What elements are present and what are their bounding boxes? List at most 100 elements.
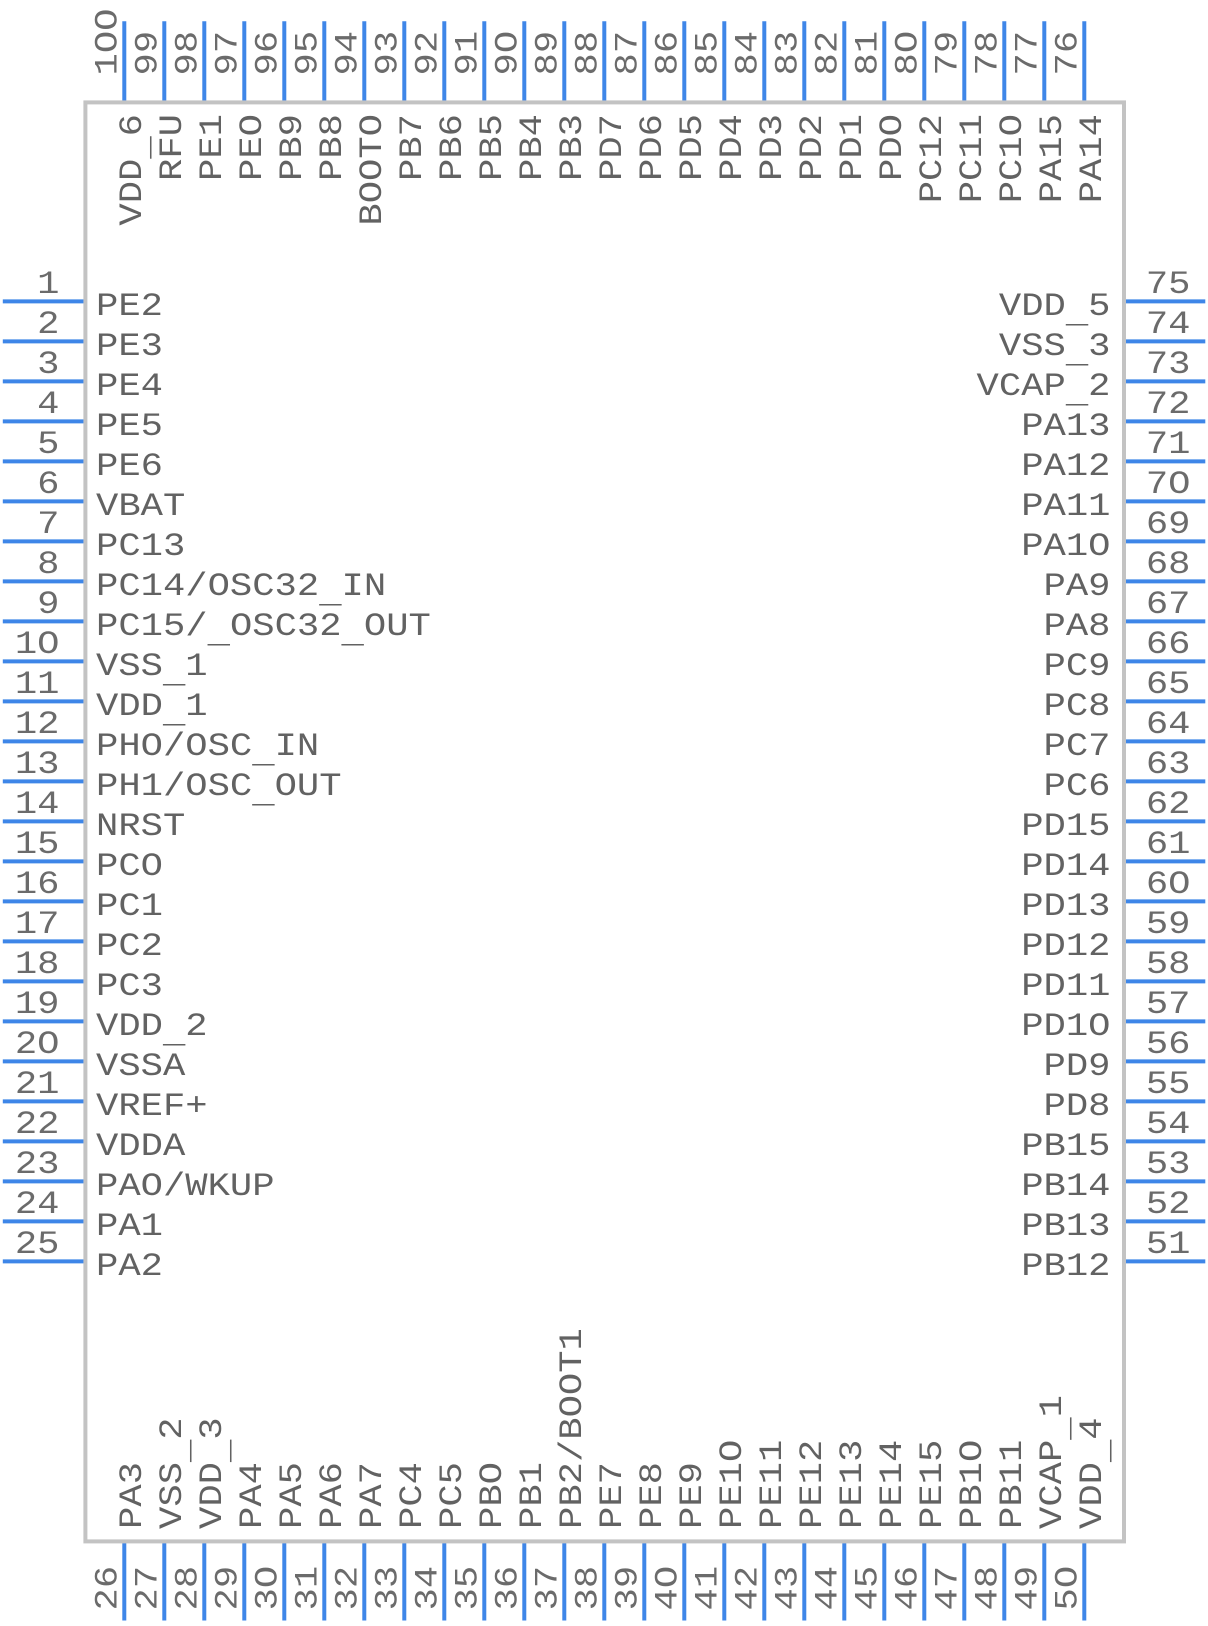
svg-text:8: 8 xyxy=(37,547,59,583)
svg-text:PE1O: PE1O xyxy=(715,1440,751,1529)
svg-text:23: 23 xyxy=(15,1147,60,1183)
svg-text:27: 27 xyxy=(130,1566,166,1611)
svg-text:77: 77 xyxy=(1010,31,1046,76)
svg-text:63: 63 xyxy=(1146,747,1191,783)
svg-text:PD13: PD13 xyxy=(1021,889,1110,925)
svg-text:41: 41 xyxy=(690,1566,726,1611)
svg-text:PD11: PD11 xyxy=(1021,969,1110,1005)
svg-text:55: 55 xyxy=(1146,1067,1191,1103)
svg-text:45: 45 xyxy=(850,1566,886,1611)
svg-text:98: 98 xyxy=(170,31,206,76)
svg-text:PE9: PE9 xyxy=(675,1462,711,1529)
svg-text:PA8: PA8 xyxy=(1044,609,1111,645)
svg-text:42: 42 xyxy=(730,1566,766,1611)
svg-text:2O: 2O xyxy=(15,1027,60,1063)
svg-text:48: 48 xyxy=(970,1566,1006,1611)
svg-text:28: 28 xyxy=(170,1566,206,1611)
svg-text:VBAT: VBAT xyxy=(96,489,185,525)
svg-text:17: 17 xyxy=(15,907,60,943)
svg-text:6O: 6O xyxy=(1146,867,1191,903)
svg-text:PB9: PB9 xyxy=(275,114,311,181)
svg-text:81: 81 xyxy=(850,31,886,76)
svg-text:PA14: PA14 xyxy=(1075,114,1111,203)
svg-text:PD1: PD1 xyxy=(835,114,871,181)
svg-text:PB6: PB6 xyxy=(435,114,471,181)
svg-text:PCO: PCO xyxy=(96,849,163,885)
svg-text:PB15: PB15 xyxy=(1021,1129,1110,1165)
svg-text:89: 89 xyxy=(530,31,566,76)
svg-text:31: 31 xyxy=(290,1566,326,1611)
svg-text:56: 56 xyxy=(1146,1027,1191,1063)
svg-text:7: 7 xyxy=(37,507,59,543)
svg-text:76: 76 xyxy=(1050,31,1086,76)
svg-text:PD6: PD6 xyxy=(635,114,671,181)
svg-text:39: 39 xyxy=(610,1566,646,1611)
svg-text:7O: 7O xyxy=(1146,467,1191,503)
svg-text:PE6: PE6 xyxy=(96,449,163,485)
svg-text:PC7: PC7 xyxy=(1044,729,1111,765)
svg-text:PE1: PE1 xyxy=(195,114,231,181)
svg-text:15: 15 xyxy=(15,827,60,863)
svg-text:49: 49 xyxy=(1010,1566,1046,1611)
svg-text:32: 32 xyxy=(330,1566,366,1611)
svg-text:PD12: PD12 xyxy=(1021,929,1110,965)
svg-text:26: 26 xyxy=(90,1566,126,1611)
svg-text:86: 86 xyxy=(650,31,686,76)
svg-text:PB4: PB4 xyxy=(515,114,551,181)
svg-text:PB12: PB12 xyxy=(1021,1249,1110,1285)
svg-text:PB3: PB3 xyxy=(555,114,591,181)
svg-text:12: 12 xyxy=(15,707,60,743)
svg-text:1: 1 xyxy=(37,267,59,303)
svg-text:VDDA: VDDA xyxy=(96,1129,185,1165)
svg-text:PC12: PC12 xyxy=(915,114,951,203)
svg-text:PA1: PA1 xyxy=(96,1209,163,1245)
svg-text:PC8: PC8 xyxy=(1044,689,1111,725)
svg-text:PA9: PA9 xyxy=(1044,569,1111,605)
svg-text:6: 6 xyxy=(37,467,59,503)
svg-text:PB11: PB11 xyxy=(995,1440,1031,1529)
svg-text:PE2: PE2 xyxy=(96,289,163,325)
svg-text:25: 25 xyxy=(15,1227,60,1263)
svg-text:PC6: PC6 xyxy=(1044,769,1111,805)
svg-text:PA5: PA5 xyxy=(275,1462,311,1529)
svg-text:PEO: PEO xyxy=(235,114,271,181)
svg-text:44: 44 xyxy=(810,1566,846,1611)
svg-text:65: 65 xyxy=(1146,667,1191,703)
svg-text:PB5: PB5 xyxy=(475,114,511,181)
svg-text:91: 91 xyxy=(450,31,486,76)
svg-text:PD4: PD4 xyxy=(715,114,751,181)
svg-text:PB13: PB13 xyxy=(1021,1209,1110,1245)
svg-text:PE15: PE15 xyxy=(915,1440,951,1529)
svg-text:85: 85 xyxy=(690,31,726,76)
svg-text:PC5: PC5 xyxy=(435,1462,471,1529)
svg-text:PA2: PA2 xyxy=(96,1249,163,1285)
svg-text:PD7: PD7 xyxy=(595,114,631,181)
svg-text:79: 79 xyxy=(930,31,966,76)
svg-text:PE13: PE13 xyxy=(835,1440,871,1529)
svg-text:PE8: PE8 xyxy=(635,1462,671,1529)
svg-text:PA15: PA15 xyxy=(1035,114,1071,203)
svg-text:93: 93 xyxy=(370,31,406,76)
svg-text:43: 43 xyxy=(770,1566,806,1611)
svg-text:PC1: PC1 xyxy=(96,889,163,925)
svg-text:PA3: PA3 xyxy=(115,1462,151,1529)
svg-text:13: 13 xyxy=(15,747,60,783)
svg-text:9O: 9O xyxy=(490,31,526,76)
svg-text:94: 94 xyxy=(330,31,366,76)
svg-text:69: 69 xyxy=(1146,507,1191,543)
svg-text:68: 68 xyxy=(1146,547,1191,583)
svg-text:PD14: PD14 xyxy=(1021,849,1110,885)
svg-text:8O: 8O xyxy=(890,31,926,76)
svg-text:PB8: PB8 xyxy=(315,114,351,181)
svg-text:VSSA: VSSA xyxy=(96,1049,185,1085)
svg-text:1OO: 1OO xyxy=(90,9,126,76)
svg-text:22: 22 xyxy=(15,1107,60,1143)
svg-text:36: 36 xyxy=(490,1566,526,1611)
svg-text:5O: 5O xyxy=(1050,1566,1086,1611)
svg-text:PDO: PDO xyxy=(875,114,911,181)
svg-text:PA4: PA4 xyxy=(235,1462,271,1529)
svg-text:PA1O: PA1O xyxy=(1021,529,1110,565)
svg-text:53: 53 xyxy=(1146,1147,1191,1183)
svg-text:PD1O: PD1O xyxy=(1021,1009,1110,1045)
svg-text:PE11: PE11 xyxy=(755,1440,791,1529)
